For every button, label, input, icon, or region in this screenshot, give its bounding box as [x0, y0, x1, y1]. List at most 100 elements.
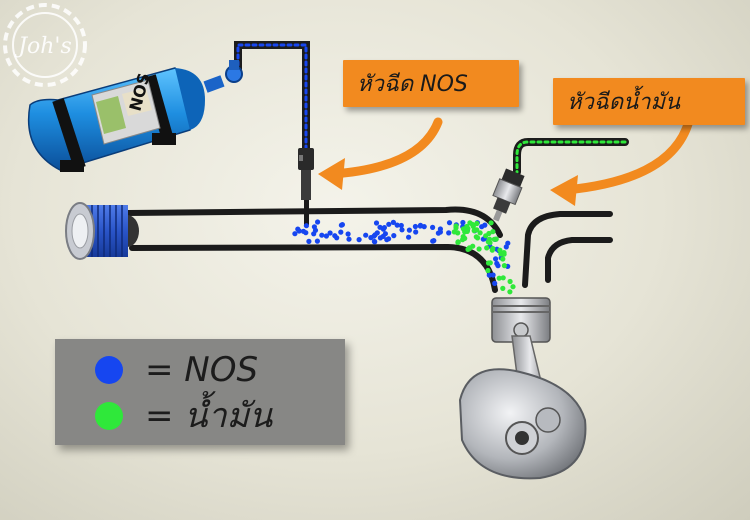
crankshaft-icon — [458, 335, 587, 480]
nos-particle — [373, 220, 380, 226]
nos-particle — [306, 238, 312, 244]
fuel-particle — [465, 246, 471, 252]
fuel-injector-icon — [492, 168, 525, 222]
fuel-particle — [500, 275, 506, 281]
fuel-particle — [470, 223, 476, 229]
fuel-particle — [485, 267, 491, 274]
nos-injector-callout: หัวฉีด NOS — [343, 60, 519, 107]
nos-particle — [292, 231, 298, 237]
nos-particle — [391, 233, 397, 239]
fuel-particle — [486, 236, 493, 242]
fuel-particle — [460, 226, 466, 232]
nos-particle — [386, 221, 392, 227]
nos-particle — [430, 224, 436, 230]
nos-particle — [380, 233, 386, 239]
intake-pipe — [125, 206, 503, 293]
nos-particle — [406, 227, 412, 233]
nos-particle — [312, 227, 319, 233]
fuel-particle — [453, 223, 459, 229]
nos-particle — [490, 272, 496, 278]
nos-particle — [374, 230, 380, 236]
nos-particle — [493, 256, 499, 262]
nos-injector-icon — [298, 148, 314, 225]
fuel-particle — [485, 260, 492, 266]
fuel-particle — [451, 229, 457, 235]
arrow-to-fuel-injector — [550, 119, 693, 206]
fuel-particle — [464, 228, 470, 234]
nos-particle — [486, 272, 492, 278]
fuel-particle — [493, 236, 499, 242]
nos-particle — [384, 237, 390, 243]
johs-logo: Joh's — [3, 3, 87, 87]
nos-particle — [346, 236, 352, 242]
logo-text: Joh's — [14, 34, 72, 59]
nos-particle — [394, 222, 400, 228]
fuel-particle — [455, 239, 461, 245]
nos-particle — [505, 240, 511, 246]
nos-particle — [390, 219, 396, 225]
fuel-particle — [470, 243, 476, 249]
fuel-particle — [473, 234, 479, 240]
nos-particle — [327, 230, 333, 236]
fuel-dot-icon — [95, 402, 123, 430]
fuel-particle — [497, 247, 503, 253]
nos-particle — [431, 238, 437, 244]
nos-particle — [417, 223, 423, 229]
nos-particle — [371, 238, 377, 245]
nos-particle — [399, 227, 405, 233]
fuel-particle — [486, 230, 492, 237]
nos-particle — [446, 220, 453, 226]
nos-particle — [323, 233, 329, 239]
fuel-particle — [500, 285, 506, 291]
nos-particle — [303, 223, 309, 229]
nos-particle — [314, 238, 320, 244]
fuel-particle — [488, 220, 494, 226]
fuel-particle — [471, 228, 477, 234]
nos-tank-icon — [27, 60, 243, 172]
nos-particle — [413, 229, 419, 235]
nos-particle — [421, 224, 427, 230]
fuel-particle — [476, 246, 482, 252]
nos-particle — [371, 233, 377, 239]
legend-item-nos: = NOS — [95, 353, 258, 387]
fuel-particle — [500, 256, 506, 262]
fuel-particle — [477, 230, 483, 236]
nos-particle — [300, 228, 307, 234]
fuel-particle — [510, 284, 516, 290]
fuel-particle — [496, 275, 502, 281]
fuel-particle — [484, 245, 490, 251]
fuel-particle — [489, 247, 495, 253]
nos-particle — [338, 229, 344, 235]
nos-particle — [339, 222, 345, 228]
nos-particle — [492, 280, 498, 286]
legend: = NOS = น้ำมัน — [55, 339, 345, 445]
fuel-particle — [474, 220, 480, 227]
nos-particle — [460, 219, 466, 226]
air-filter-icon — [65, 202, 139, 260]
nos-dot-icon — [95, 356, 123, 384]
nos-particle — [315, 219, 321, 225]
legend-item-fuel: = น้ำมัน — [95, 399, 272, 433]
nos-particle — [296, 228, 302, 234]
fuel-particle — [507, 278, 513, 285]
nos-particle — [345, 231, 351, 237]
nos-particle — [398, 222, 404, 229]
legend-label-nos: = NOS — [145, 350, 259, 390]
fuel-particle — [507, 289, 513, 295]
nos-particle — [356, 237, 362, 243]
fuel-particle — [460, 234, 466, 240]
nos-particle — [406, 234, 412, 240]
manifold-walls — [522, 211, 613, 288]
nos-line — [234, 41, 310, 154]
nos-particle — [363, 232, 369, 238]
fuel-particle — [490, 229, 496, 235]
nos-particle — [437, 229, 443, 235]
nos-particle — [495, 263, 501, 269]
fuel-injector-callout: หัวฉีดน้ำมัน — [553, 78, 745, 125]
nos-particle — [334, 235, 340, 241]
nos-particle — [482, 222, 488, 228]
nos-particle — [412, 223, 418, 230]
legend-label-fuel: = น้ำมัน — [145, 396, 273, 436]
